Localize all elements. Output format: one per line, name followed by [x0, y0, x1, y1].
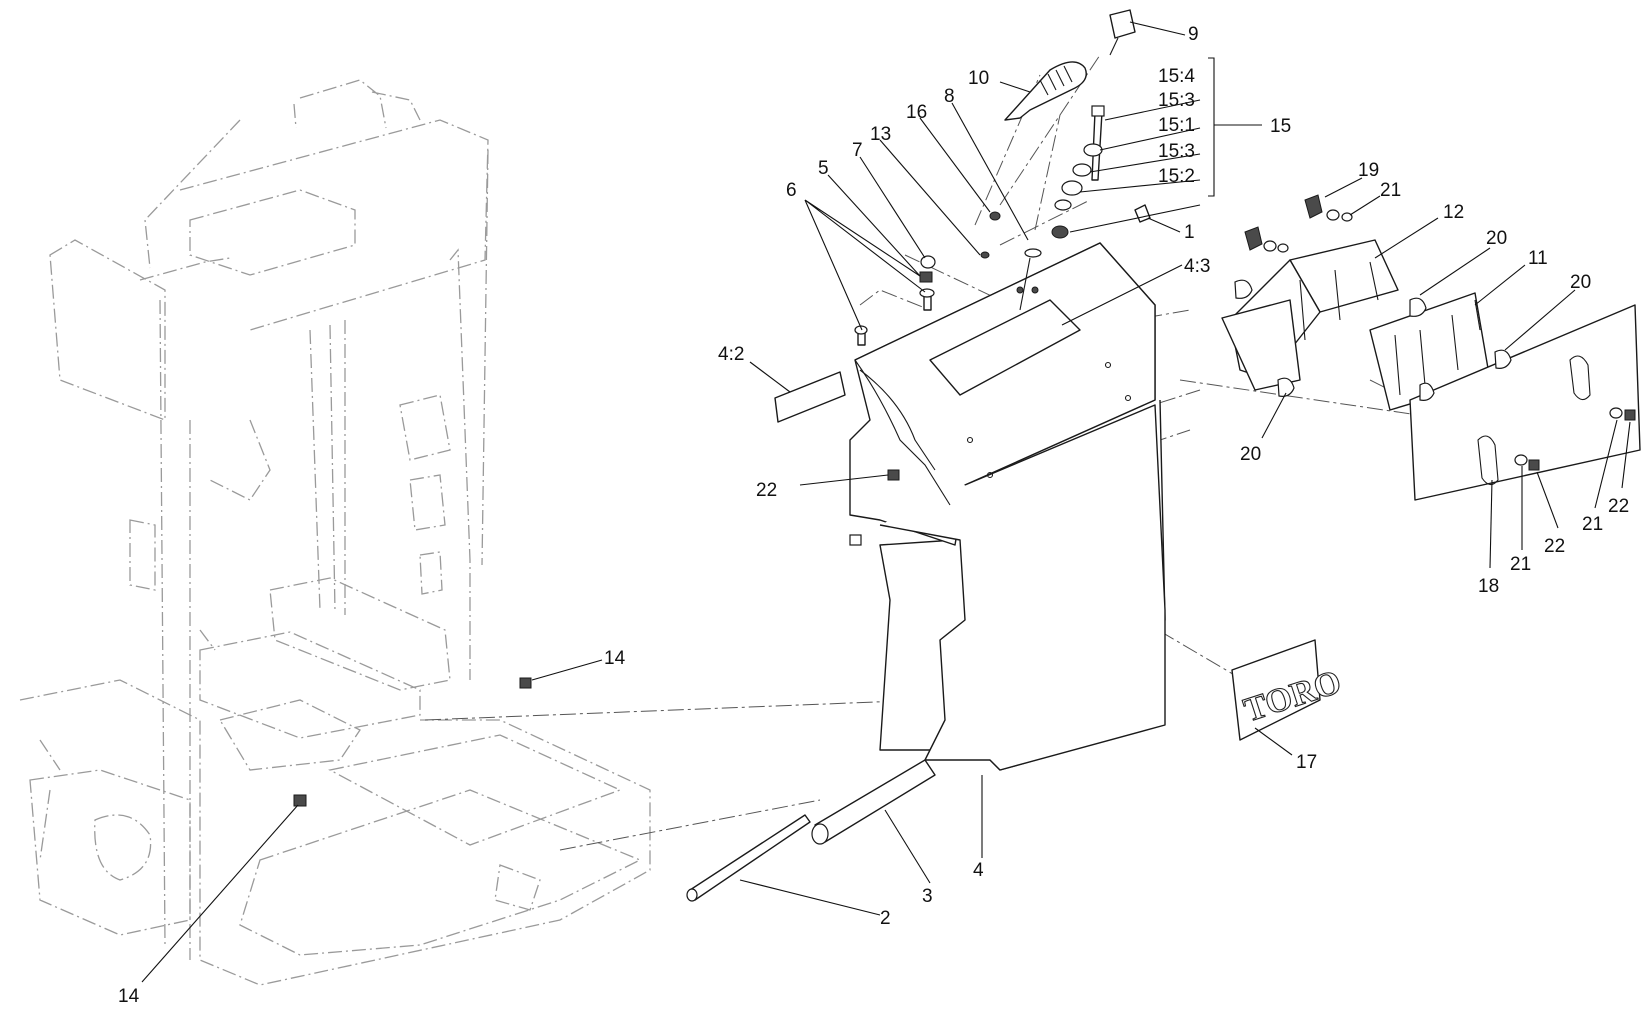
decal-4-3: [929, 299, 1081, 396]
callout-21-a: 21: [1380, 180, 1401, 201]
bumpers-20: [1234, 279, 1512, 401]
machine-frame-phantom: [19, 79, 651, 986]
callout-15: 15: [1270, 116, 1291, 137]
panel-hardware: [1514, 407, 1636, 471]
callout-12: 12: [1443, 202, 1464, 223]
bolt-stack-15: [1051, 105, 1105, 239]
callout-10: 10: [968, 68, 989, 89]
knobs-19: [1244, 194, 1353, 253]
shroud-panel: [849, 242, 1166, 771]
callout-8: 8: [944, 86, 955, 107]
knob-9: [1109, 9, 1136, 56]
callout-21-b: 21: [1510, 554, 1531, 575]
callout-15-2: 15:2: [1158, 166, 1195, 187]
callout-21-c: 21: [1582, 514, 1603, 535]
callout-11: 11: [1528, 248, 1548, 269]
toro-decal-17: TORO: [1231, 639, 1346, 741]
panel-18: [1409, 304, 1641, 501]
callout-4-2: 4:2: [718, 344, 744, 365]
callout-14-top: 14: [604, 648, 626, 669]
callout-5: 5: [818, 158, 829, 179]
leader-lines: [141, 21, 1631, 983]
callout-3: 3: [922, 886, 933, 907]
handle-grip-10: [1004, 61, 1087, 121]
rod-2: [686, 814, 811, 902]
callout-6: 6: [786, 180, 797, 201]
callout-20-c: 20: [1240, 444, 1261, 465]
decal-4-2: [774, 371, 846, 423]
bracket-12: [1221, 239, 1399, 391]
callout-9: 9: [1188, 24, 1199, 45]
callout-13: 13: [870, 124, 891, 145]
callout-4: 4: [973, 860, 984, 881]
callout-20-b: 20: [1570, 272, 1591, 293]
callout-22-a: 22: [756, 480, 777, 501]
callout-4-3: 4:3: [1184, 256, 1210, 277]
callout-labels: 1 2 3 4 4:2 4:3 5 6 7 8 9 10 11 12 13 14…: [118, 24, 1629, 1007]
callout-15-4: 15:4: [1158, 66, 1195, 87]
tube-3: [811, 759, 936, 845]
callout-19: 19: [1358, 160, 1379, 181]
callout-15-3b: 15:3: [1158, 141, 1195, 162]
callout-14-bottom: 14: [118, 986, 140, 1007]
callout-16: 16: [906, 102, 927, 123]
callout-1: 1: [1184, 222, 1195, 243]
callout-17: 17: [1296, 752, 1317, 773]
callout-2: 2: [880, 908, 891, 929]
fastener-hardware: [849, 204, 1151, 546]
callout-18: 18: [1478, 576, 1499, 597]
callout-7: 7: [852, 140, 863, 161]
callout-15-1: 15:1: [1158, 115, 1195, 136]
frame-bolts-14: [293, 677, 532, 807]
callout-20-a: 20: [1486, 228, 1507, 249]
callout-15-3a: 15:3: [1158, 90, 1195, 111]
callout-22-b: 22: [1544, 536, 1565, 557]
callout-22-c: 22: [1608, 496, 1629, 517]
